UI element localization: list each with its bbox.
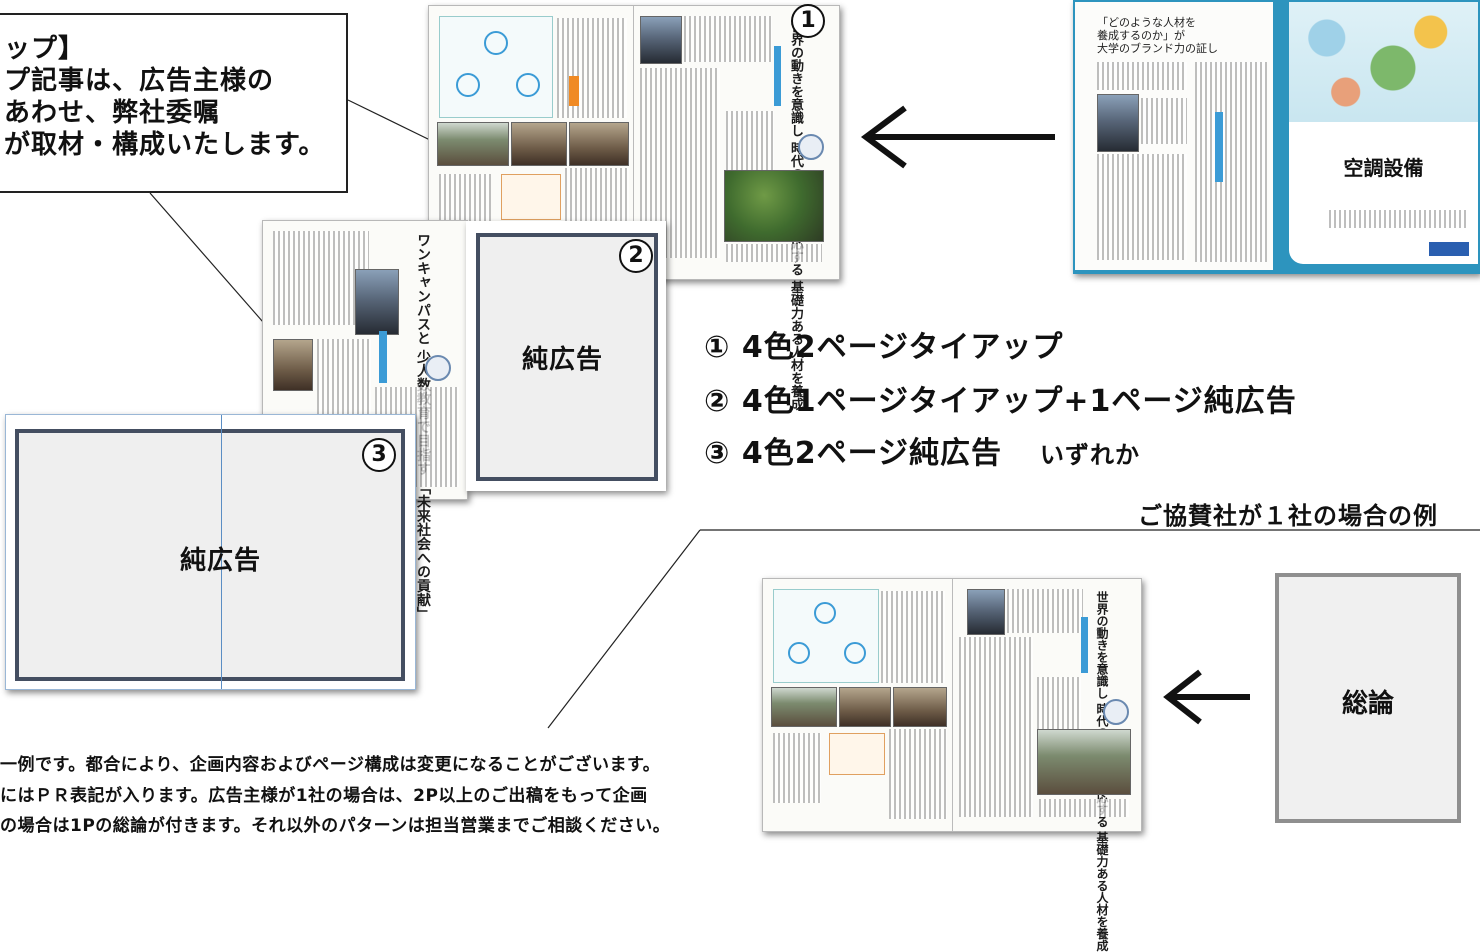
interview-photo	[1097, 94, 1139, 152]
example-label: ご協賛社が１社の場合の例	[1138, 502, 1438, 530]
ad-left-page: 「どのような人材を 養成するのか」が 大学のブランド力の証し	[1075, 2, 1273, 270]
note-line: の場合は1Pの総論が付きます。それ以外のパターンは担当営業までご相談ください。	[0, 816, 671, 836]
pure-ad-label: 純広告	[522, 345, 604, 375]
spread-left-page	[763, 579, 953, 831]
ad-right-page: 空調設備	[1289, 2, 1478, 264]
option-three: ③ 4色2ページ純広告いずれか	[704, 436, 1140, 471]
example-connector-diagonal	[547, 529, 701, 729]
lecture-photo	[893, 687, 947, 727]
campus-photo	[771, 687, 837, 727]
spread-right-page: 世界の動きを意識し 時代の変化に 対応する 基礎力ある人材を養成	[634, 6, 839, 411]
ad-right-title: 空調設備	[1343, 156, 1424, 180]
campus-building-photo	[1037, 729, 1131, 795]
callout-line: プ記事は、広告主様の	[4, 66, 275, 96]
brand-logo	[1429, 242, 1469, 256]
callout-line: が取材・構成いたします。	[4, 130, 326, 160]
classroom-photo	[273, 339, 313, 391]
diagram-figure	[439, 16, 553, 118]
left-arrow-icon	[860, 105, 1055, 169]
advertiser-spread-example: 「どのような人材を 養成するのか」が 大学のブランド力の証し 空調設備	[1073, 0, 1480, 274]
campus-tree-photo	[724, 170, 824, 242]
ad-left-heading: 「どのような人材を 養成するのか」が 大学のブランド力の証し	[1097, 16, 1218, 55]
university-seal-icon	[1103, 699, 1129, 725]
campus-photo	[437, 122, 509, 166]
note-line: 一例です。都合により、企画内容およびページ構成は変更になることがございます。	[0, 755, 661, 775]
summary-label: 総論	[1341, 689, 1394, 719]
spread-gutter	[221, 415, 222, 689]
callout-connector-bottom	[149, 192, 271, 331]
pure-ad-label: 純広告	[180, 546, 262, 576]
note-line: にはＰＲ表記が入ります。広告主様が1社の場合は、2P以上のご出稿をもって企画	[0, 786, 648, 806]
callout-line: あわせ、弊社委嘱	[4, 98, 221, 128]
summary-page: 総論	[1275, 573, 1461, 823]
option-suffix: いずれか	[1040, 441, 1140, 469]
university-seal-icon	[425, 355, 451, 381]
option-one: ① 4色2ページタイアップ	[704, 330, 1064, 365]
callout-connector-top	[347, 99, 431, 141]
tieup-2page-spread-example: 世界の動きを意識し 時代の変化に 対応する 基礎力ある人材を養成	[762, 578, 1142, 952]
interview-photo	[967, 589, 1005, 635]
spread-right-page: 世界の動きを意識し 時代の変化に 対応する 基礎力ある人材を養成	[953, 579, 1141, 952]
left-arrow-icon	[1163, 669, 1250, 725]
interview-photo	[355, 269, 399, 335]
diagram-figure	[773, 589, 879, 683]
classroom-photo	[839, 687, 891, 727]
university-seal-icon	[798, 134, 824, 160]
badge-one: 1	[791, 4, 825, 38]
lecture-photo	[569, 122, 629, 166]
callout-line: ップ】	[4, 34, 86, 64]
badge-two: 2	[619, 239, 653, 273]
pure-ad-spread: 純広告	[5, 414, 416, 690]
interview-photo	[640, 16, 682, 64]
spread-left-page	[429, 6, 634, 279]
tieup-description-callout: ップ】 プ記事は、広告主様の あわせ、弊社委嘱 が取材・構成いたします。	[0, 13, 348, 193]
badge-three: 3	[362, 438, 396, 472]
illustration	[1289, 2, 1478, 122]
option-two: ② 4色1ページタイアップ+1ページ純広告	[704, 384, 1297, 419]
article-headline: 世界の動きを意識し 時代の変化に 対応する 基礎力ある人材を養成	[1095, 591, 1109, 952]
classroom-photo	[511, 122, 567, 166]
